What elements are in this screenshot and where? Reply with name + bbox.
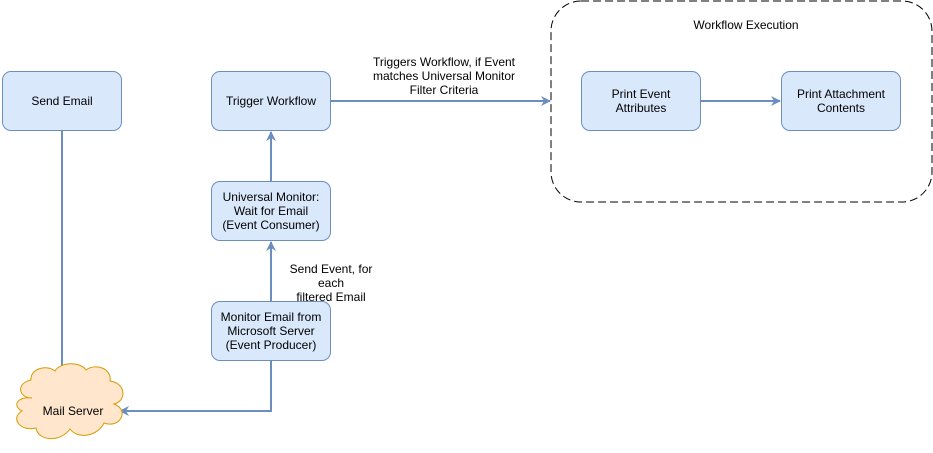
print-attachment-contents-node: Print Attachment Contents (781, 71, 901, 131)
trigger-workflow-node: Trigger Workflow (211, 71, 331, 131)
edge-monitor-to-mail-server (119, 361, 272, 416)
universal-monitor-node: Universal Monitor: Wait for Email (Event… (211, 181, 331, 241)
mail-server-cloud-shape (16, 363, 124, 440)
workflow-execution-title: Workflow Execution (693, 18, 799, 32)
print-event-attributes-node: Print Event Attributes (581, 71, 701, 131)
workflow-execution-group (550, 0, 933, 203)
send-email-node: Send Email (2, 71, 122, 131)
mail-server-label: Mail Server (42, 404, 104, 418)
triggers-workflow-edge-label: Triggers Workflow, if Event matches Univ… (372, 55, 516, 97)
monitor-email-node: Monitor Email from Microsoft Server (Eve… (211, 301, 331, 361)
send-event-edge-label: Send Event, for each filtered Email (289, 262, 373, 304)
